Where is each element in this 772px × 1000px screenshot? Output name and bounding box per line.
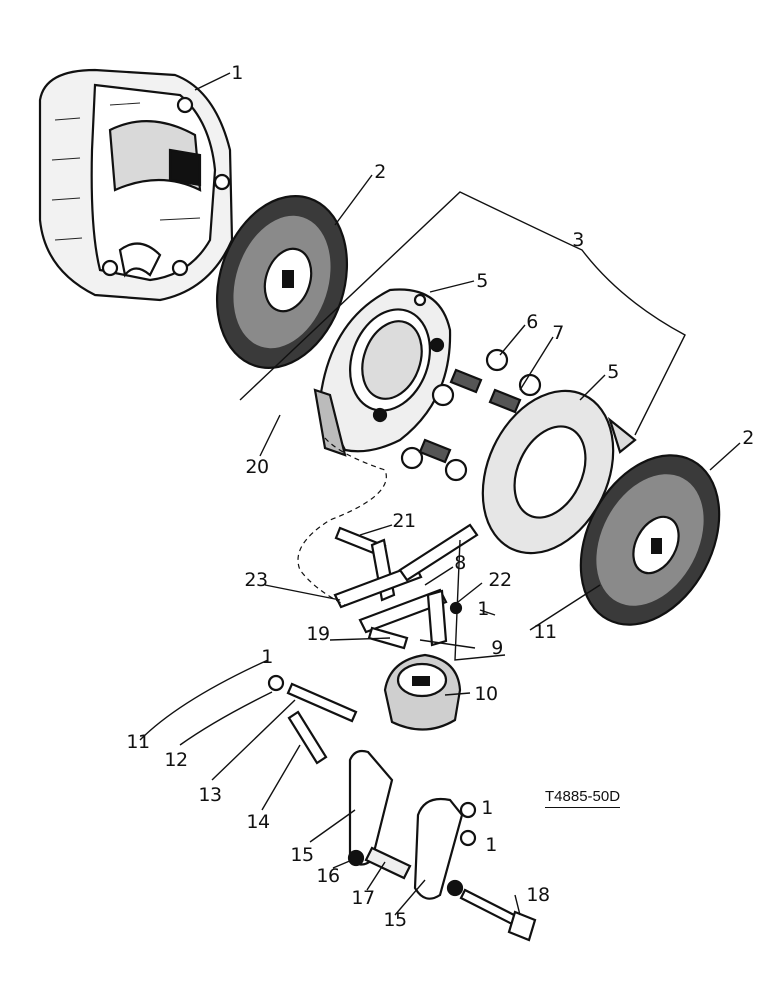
callout-1: 1	[231, 62, 243, 84]
callout-20: 20	[245, 456, 269, 478]
brake-housing-part	[38, 68, 234, 302]
callout-13: 13	[198, 784, 222, 806]
callout-6: 6	[526, 311, 538, 333]
link-assembly-part	[333, 523, 479, 650]
callout-12: 12	[164, 749, 188, 771]
callout-5-lower: 5	[607, 361, 619, 383]
leader-lines	[139, 72, 741, 916]
pressure-plate-lower-part	[481, 389, 637, 555]
callout-1-link: 1	[477, 598, 489, 620]
callout-9: 9	[491, 637, 503, 659]
callout-2: 2	[374, 161, 386, 183]
lining-disc-lower-part	[579, 454, 721, 626]
callout-10: 10	[474, 683, 498, 705]
bolt-part	[446, 879, 537, 942]
callout-2-lower: 2	[742, 427, 754, 449]
pins-and-washer-parts	[267, 674, 358, 765]
callout-1-upper-washer: 1	[481, 797, 493, 819]
callout-5: 5	[476, 270, 488, 292]
callout-16: 16	[316, 865, 340, 887]
steel-balls-and-springs	[400, 348, 542, 482]
callout-15-lower: 15	[383, 909, 407, 931]
callout-17: 17	[351, 887, 375, 909]
actuating-plate-upper-part	[313, 288, 452, 457]
figure-code: T4885-50D	[545, 788, 621, 808]
callout-8: 8	[454, 552, 466, 574]
cam-housing-part	[383, 653, 462, 731]
callout-14: 14	[246, 811, 270, 833]
callout-11-lower: 11	[126, 731, 150, 753]
callout-21: 21	[392, 510, 416, 532]
callout-22: 22	[488, 569, 512, 591]
callout-1-lower-washer: 1	[485, 834, 497, 856]
callout-11: 11	[533, 621, 557, 643]
callout-7: 7	[552, 322, 564, 344]
callout-23: 23	[244, 569, 268, 591]
callout-19: 19	[306, 623, 330, 645]
callout-3: 3	[572, 229, 584, 251]
lever-plates-parts	[347, 749, 477, 900]
callout-1-washer: 1	[261, 646, 273, 668]
callout-15: 15	[290, 844, 314, 866]
callout-18: 18	[526, 884, 550, 906]
lining-disc-upper-part	[215, 195, 349, 369]
